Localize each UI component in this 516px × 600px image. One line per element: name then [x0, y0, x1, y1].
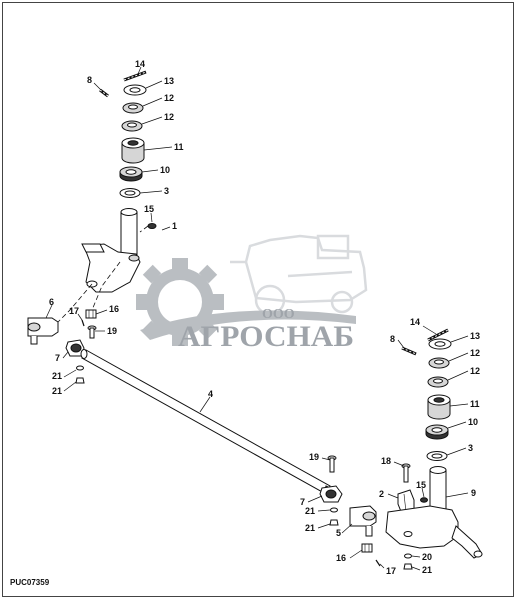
- callout-left-16: 16: [109, 304, 119, 314]
- left-bolt-part: [87, 325, 97, 339]
- right-washer-13-part: [428, 338, 452, 350]
- right-roll-pin-part: [401, 346, 417, 356]
- callout-left-3: 3: [164, 186, 169, 196]
- callout-labels: 14 8 13 12 12 11 10 3 15 1 6 16 17 19 7 …: [49, 59, 480, 576]
- callout-left-19: 19: [107, 326, 117, 336]
- callout-left-1: 1: [172, 221, 177, 231]
- callout-right-20: 20: [422, 552, 432, 562]
- watermark-machine-icon: [230, 234, 368, 316]
- right-spring-pin-part: [427, 328, 449, 342]
- left-assembly-line-c: [139, 225, 149, 233]
- watermark-company-name: АГРОСНАБ: [178, 320, 354, 353]
- callout-left-10: 10: [160, 165, 170, 175]
- callout-left-11: 11: [174, 142, 184, 152]
- right-castle-nut-part: [361, 543, 373, 553]
- left-castle-nut-part: [85, 309, 97, 319]
- callout-left-21a: 21: [52, 371, 62, 381]
- callout-right-21a: 21: [305, 506, 315, 516]
- left-spring-pin-part: [123, 70, 147, 82]
- left-steering-knuckle-part: [81, 208, 141, 293]
- callout-right-13: 13: [470, 331, 480, 341]
- right-nut-21-part: [403, 563, 413, 570]
- callout-left-21b: 21: [52, 386, 62, 396]
- right-bolt-18-part: [401, 463, 411, 483]
- right-tie-rod-end-assembly: [319, 455, 381, 567]
- callout-right-18: 18: [381, 456, 391, 466]
- left-kingpin-assembly: [49, 70, 157, 331]
- right-grease-fitting-part: [420, 497, 428, 503]
- watermark-company-prefix: ООО: [262, 307, 295, 322]
- right-bolt-part: [327, 455, 337, 473]
- callout-right-5: 5: [336, 528, 341, 538]
- callout-left-13: 13: [164, 76, 174, 86]
- right-washer-12b-part: [427, 376, 449, 388]
- left-tie-rod-end-part: [27, 317, 59, 345]
- callout-right-14: 14: [410, 317, 420, 327]
- left-tie-rod-end-assembly: [27, 309, 97, 384]
- callout-right-15: 15: [416, 480, 426, 490]
- callout-left-12a: 12: [164, 93, 174, 103]
- watermark: ООО АГРОСНАБ: [136, 234, 368, 353]
- right-seal-part: [426, 451, 448, 461]
- watermark-gear-icon: [136, 258, 356, 346]
- callout-left-8: 8: [87, 75, 92, 85]
- left-washer-12b-part: [121, 120, 143, 132]
- left-nut-part: [75, 377, 85, 384]
- left-assembly-line-b: [91, 261, 121, 311]
- left-bushing-part: [121, 137, 145, 164]
- callout-left-12b: 12: [164, 112, 174, 122]
- callout-right-8: 8: [390, 334, 395, 344]
- callout-right-7: 7: [300, 497, 305, 507]
- callout-right-21: 21: [422, 565, 432, 575]
- left-grease-fitting-part: [147, 223, 157, 229]
- right-washer-12a-part: [428, 357, 450, 369]
- callout-right-21b: 21: [305, 523, 315, 533]
- callout-right-12b: 12: [470, 366, 480, 376]
- callout-left-15: 15: [144, 204, 154, 214]
- left-cotter-pin-part: [81, 319, 85, 327]
- left-lock-washer-part: [76, 365, 84, 371]
- callout-left-7: 7: [55, 353, 60, 363]
- callout-right-17: 17: [386, 566, 396, 576]
- tie-rod-part: [80, 349, 335, 499]
- callout-right-9: 9: [471, 488, 476, 498]
- right-bearing-part: [425, 424, 449, 440]
- right-bushing-part: [427, 394, 451, 420]
- callout-left-17: 17: [69, 306, 79, 316]
- right-tie-rod-end-part: [349, 505, 377, 537]
- right-lock-washer-part: [330, 507, 338, 513]
- right-washer-20-part: [404, 553, 412, 559]
- left-bearing-part: [119, 166, 143, 182]
- right-cotter-pin-part: [375, 559, 381, 567]
- callout-left-14: 14: [135, 59, 145, 69]
- right-clamp-part: [319, 485, 343, 503]
- right-nut-part: [329, 519, 339, 526]
- left-seal-part: [119, 188, 141, 198]
- callout-right-19: 19: [309, 452, 319, 462]
- callout-right-11: 11: [470, 399, 480, 409]
- callout-right-2: 2: [379, 489, 384, 499]
- callout-tie-rod-4: 4: [208, 389, 213, 399]
- right-steering-knuckle-part: [385, 466, 483, 559]
- left-roll-pin-part: [99, 88, 109, 98]
- left-washer-12a-part: [122, 102, 144, 114]
- right-kingpin-assembly: [385, 328, 483, 570]
- figure-code: PUC07359: [10, 578, 50, 587]
- callout-right-12a: 12: [470, 348, 480, 358]
- left-washer-13-part: [123, 84, 147, 96]
- callout-right-16: 16: [336, 553, 346, 563]
- callout-right-10: 10: [468, 417, 478, 427]
- leader-lines: [45, 66, 469, 571]
- callout-left-6: 6: [49, 297, 54, 307]
- callout-right-3: 3: [468, 443, 473, 453]
